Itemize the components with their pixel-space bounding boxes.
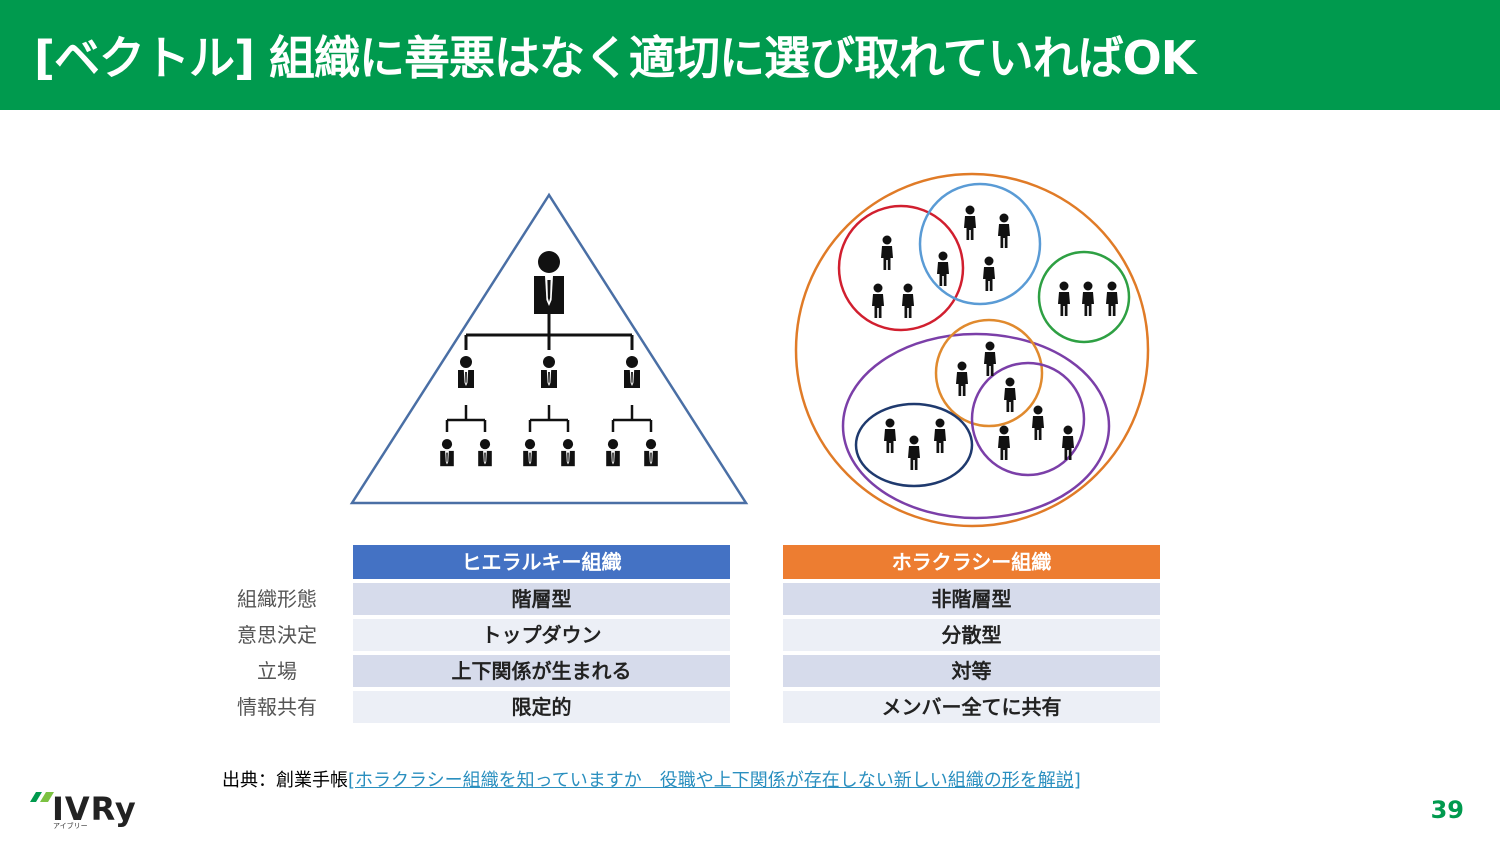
holacracy-cell: メンバー全てに共有: [881, 695, 1062, 719]
row-label: 組織形態: [237, 587, 317, 611]
staff-icon: [606, 439, 620, 467]
caption-prefix: 出典：創業手帳: [222, 770, 348, 791]
hierarchy-triangle: [349, 192, 749, 505]
source-link[interactable]: [ホラクラシー組織を知っていますか 役職や上下関係が存在しない新しい組織の形を解…: [348, 770, 1081, 791]
hierarchy-cell: トップダウン: [481, 623, 602, 647]
table-backgrounds: [353, 583, 1160, 723]
holacracy-cell: 非階層型: [931, 587, 1012, 611]
page-number: 39: [1430, 796, 1464, 824]
row-label: 意思決定: [237, 623, 317, 647]
holacracy-header: ホラクラシー組織: [783, 545, 1160, 579]
staff-icon: [561, 439, 575, 467]
staff-icon: [523, 439, 537, 467]
hierarchy-cell: 階層型: [511, 587, 572, 611]
top-executive-icon: [534, 251, 564, 314]
row-label: 立場: [257, 659, 297, 683]
circle-navy: [854, 402, 974, 488]
manager-icon: [541, 356, 557, 388]
slide-header: [ベクトル] 組織に善悪はなく適切に選び取れていればOK: [0, 0, 1500, 110]
source-caption: 出典：創業手帳[ホラクラシー組織を知っていますか 役職や上下関係が存在しない新し…: [222, 766, 1081, 792]
staff-icon: [440, 439, 454, 467]
slide-title: [ベクトル] 組織に善悪はなく適切に選び取れていればOK: [34, 31, 1196, 85]
manager-icon: [458, 356, 474, 388]
circle-green: [1037, 250, 1131, 344]
logo-wordmark: IVRy: [52, 790, 137, 828]
circle-orange-small: [934, 318, 1044, 428]
hierarchy-cell: 限定的: [511, 695, 572, 719]
hierarchy-header: ヒエラルキー組織: [353, 545, 730, 579]
circle-purple-large: [841, 332, 1111, 520]
person-icon-group: [872, 205, 1118, 470]
staff-icon: [644, 439, 658, 467]
logo-mark-icon: [30, 792, 54, 802]
logo-sub: アイブリー: [53, 822, 88, 830]
hierarchy-cell: 上下関係が生まれる: [451, 659, 632, 683]
row-label: 情報共有: [237, 695, 317, 719]
holacracy-cell: 分散型: [941, 623, 1002, 647]
ivry-logo: IVRy アイブリー: [26, 788, 146, 834]
holacracy-cell: 対等: [951, 659, 992, 683]
staff-icon: [478, 439, 492, 467]
circle-purple-small: [970, 361, 1086, 477]
holacracy-outer-circle: [794, 172, 1150, 528]
org-chart-icon: [464, 314, 634, 350]
manager-icon: [624, 356, 640, 388]
circle-blue: [918, 182, 1042, 306]
org-chart-icon: [445, 405, 653, 432]
circle-red: [837, 204, 965, 332]
